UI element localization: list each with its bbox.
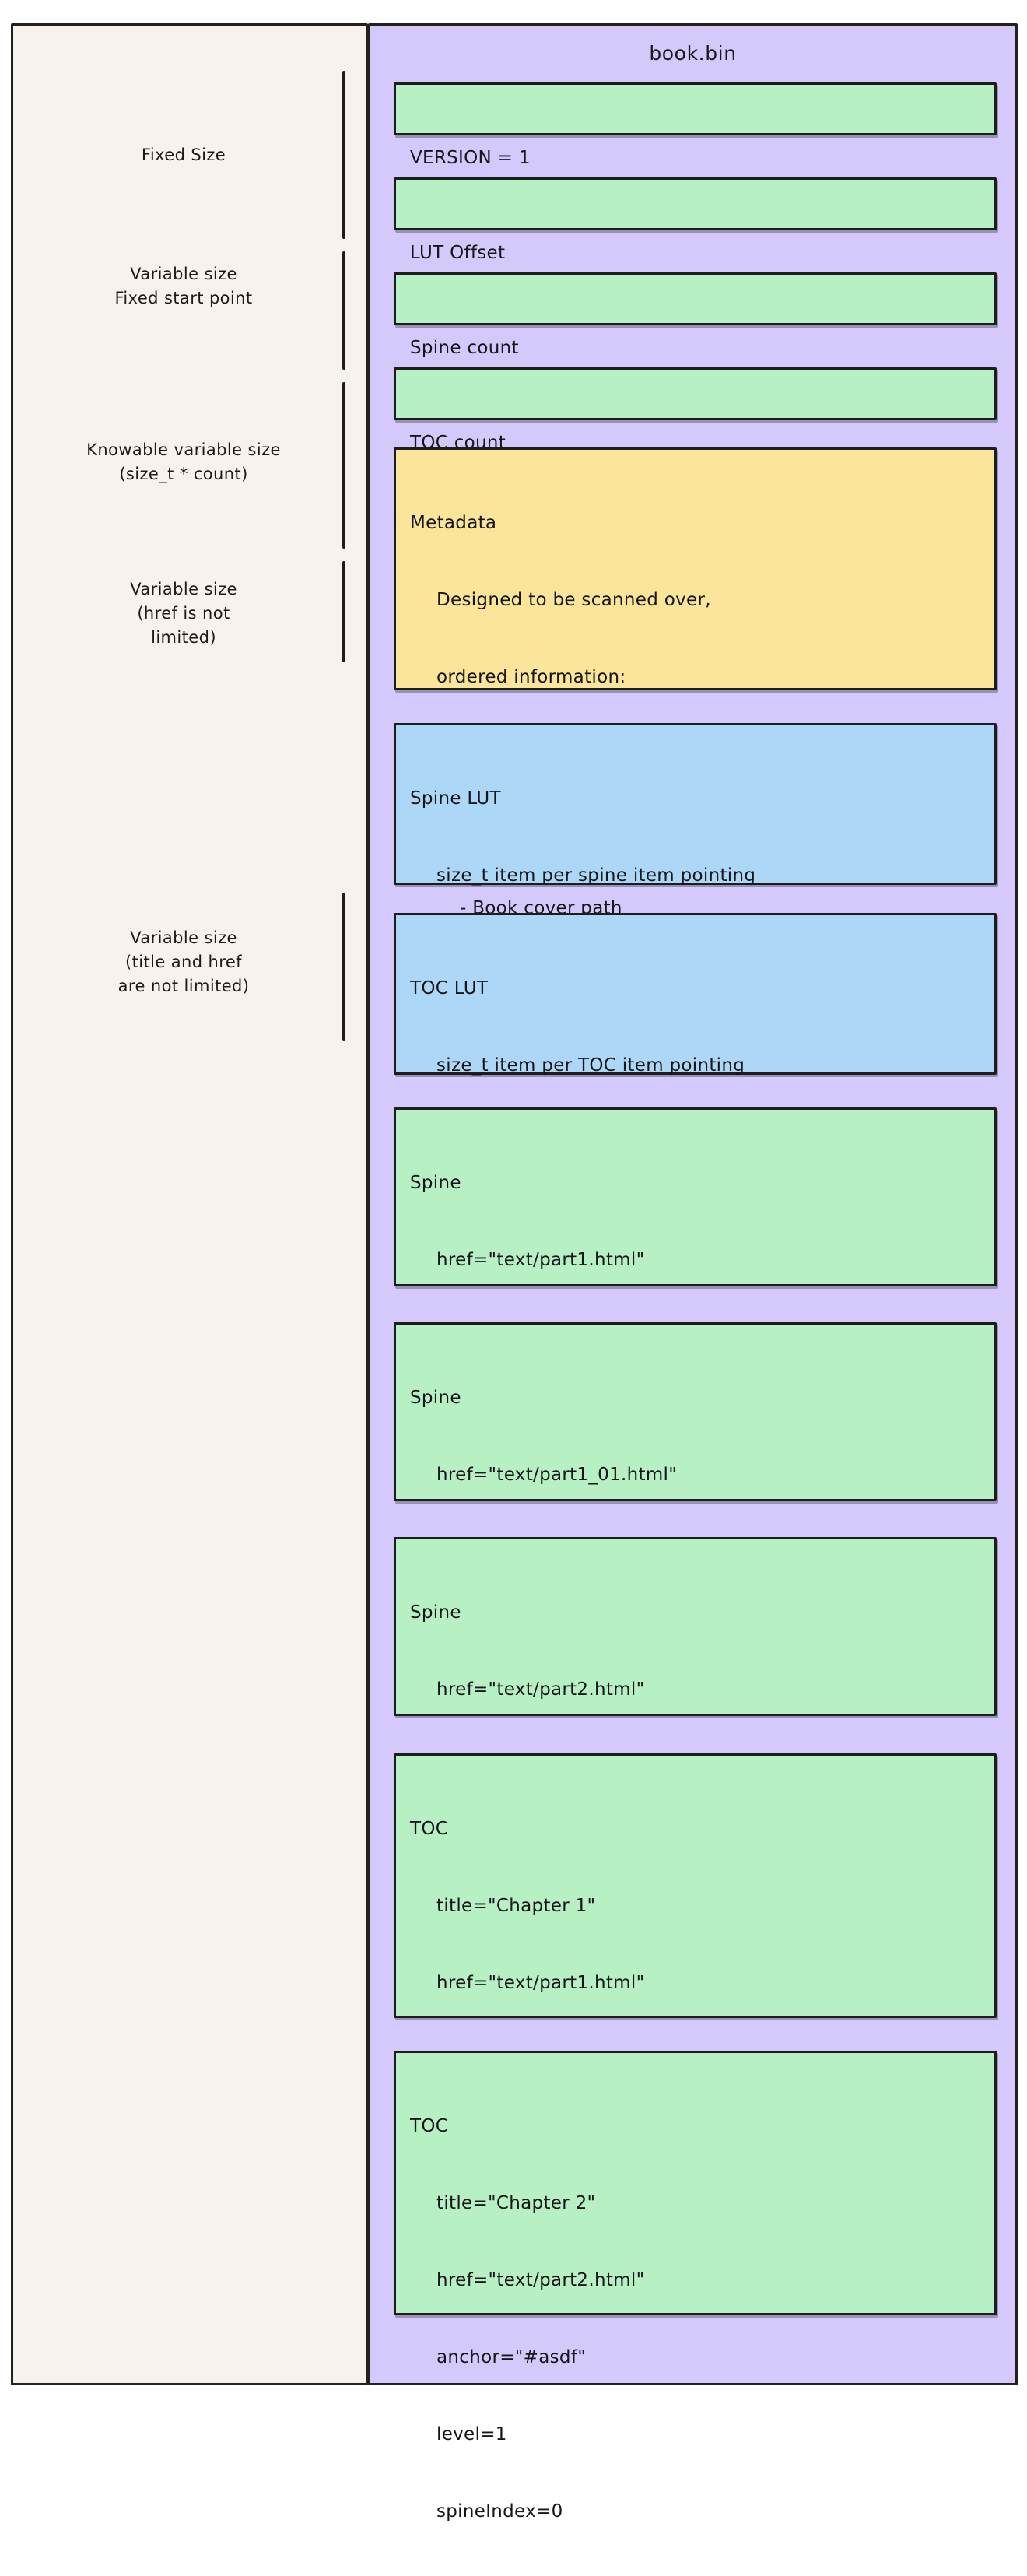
record-spine-3[interactable]: Spine href="text/part2.html" cumSize=123… bbox=[394, 1537, 997, 1854]
record-toc-1-head: TOC bbox=[410, 1819, 449, 1839]
record-metadata-line-0: Designed to be scanned over, bbox=[436, 590, 711, 610]
record-toc-1-title: title="Chapter 1" bbox=[436, 1896, 596, 1916]
record-toc-2-href: href="text/part2.html" bbox=[436, 2270, 645, 2290]
record-spine-1-head: Spine bbox=[410, 1173, 461, 1193]
record-spine-count[interactable]: Spine count bbox=[394, 272, 997, 358]
record-toc-lut-line-0: size_t item per TOC item pointing bbox=[436, 1055, 745, 1076]
record-lut-offset-head: LUT Offset bbox=[410, 243, 506, 263]
file-format-diagram: Fixed Size Variable size Fixed start poi… bbox=[11, 23, 1018, 2522]
bracket-variable-href bbox=[342, 561, 345, 662]
bracket-variable-title-href bbox=[342, 893, 345, 1041]
record-version-head: VERSION = 1 bbox=[410, 148, 531, 168]
annotation-fixed-size: Fixed Size bbox=[141, 146, 226, 164]
bracket-knowable-variable bbox=[342, 382, 345, 549]
record-spine-lut-head: Spine LUT bbox=[410, 788, 501, 809]
record-spine-count-head: Spine count bbox=[410, 338, 519, 358]
annotation-panel: Fixed Size Variable size Fixed start poi… bbox=[11, 23, 368, 2385]
record-spine-3-href: href="text/part2.html" bbox=[436, 1679, 645, 1700]
record-spine-3-head: Spine bbox=[410, 1602, 461, 1623]
record-toc-1-href: href="text/part1.html" bbox=[436, 1973, 645, 1993]
record-spine-2-href: href="text/part1_01.html" bbox=[436, 1465, 678, 1485]
annotation-variable-fixed-start: Variable size Fixed start point bbox=[114, 265, 253, 307]
record-toc-1[interactable]: TOC title="Chapter 1" href="text/part1.h… bbox=[394, 1753, 997, 2224]
record-toc-count[interactable]: TOC count bbox=[394, 367, 997, 453]
record-toc-2-head: TOC bbox=[410, 2116, 449, 2136]
record-toc-2-anchor: anchor="#asdf" bbox=[436, 2347, 587, 2367]
record-spine-lut-line-0: size_t item per spine item pointing bbox=[436, 865, 756, 886]
record-toc-lut[interactable]: TOC LUT size_t item per TOC item pointin… bbox=[394, 913, 997, 1153]
bracket-fixed-size bbox=[342, 71, 345, 239]
file-title: book.bin bbox=[649, 42, 737, 65]
bracket-variable-fixed-start bbox=[342, 251, 345, 370]
annotation-variable-title-href: Variable size (title and href are not li… bbox=[117, 928, 250, 995]
record-toc-2-spineindex: spineIndex=0 bbox=[436, 2501, 563, 2522]
record-spine-2-head: Spine bbox=[410, 1388, 461, 1408]
record-lut-offset[interactable]: LUT Offset bbox=[394, 177, 997, 263]
record-version[interactable]: VERSION = 1 bbox=[394, 82, 997, 168]
book-bin-container: book.bin VERSION = 1 LUT Offset Spine co… bbox=[368, 23, 1018, 2522]
record-metadata-head: Metadata bbox=[410, 513, 497, 533]
record-toc-2-title: title="Chapter 2" bbox=[436, 2193, 596, 2213]
record-toc-lut-head: TOC LUT bbox=[410, 978, 489, 998]
record-spine-1[interactable]: Spine href="text/part1.html" cumSize=123… bbox=[394, 1107, 997, 1424]
record-spine-1-href: href="text/part1.html" bbox=[436, 1250, 645, 1270]
annotation-knowable-variable: Knowable variable size (size_t * count) bbox=[86, 440, 281, 483]
record-metadata[interactable]: Metadata Designed to be scanned over, or… bbox=[394, 447, 997, 918]
record-spine-lut[interactable]: Spine LUT size_t item per spine item poi… bbox=[394, 723, 997, 963]
annotation-variable-href: Variable size (href is not limited) bbox=[130, 580, 237, 647]
record-spine-2[interactable]: Spine href="text/part1_01.html" cumSize=… bbox=[394, 1322, 997, 1639]
record-metadata-line-1: ordered information: bbox=[436, 667, 626, 687]
record-toc-2[interactable]: TOC title="Chapter 2" href="text/part2.h… bbox=[394, 2051, 997, 2522]
record-toc-2-level: level=1 bbox=[436, 2424, 507, 2444]
